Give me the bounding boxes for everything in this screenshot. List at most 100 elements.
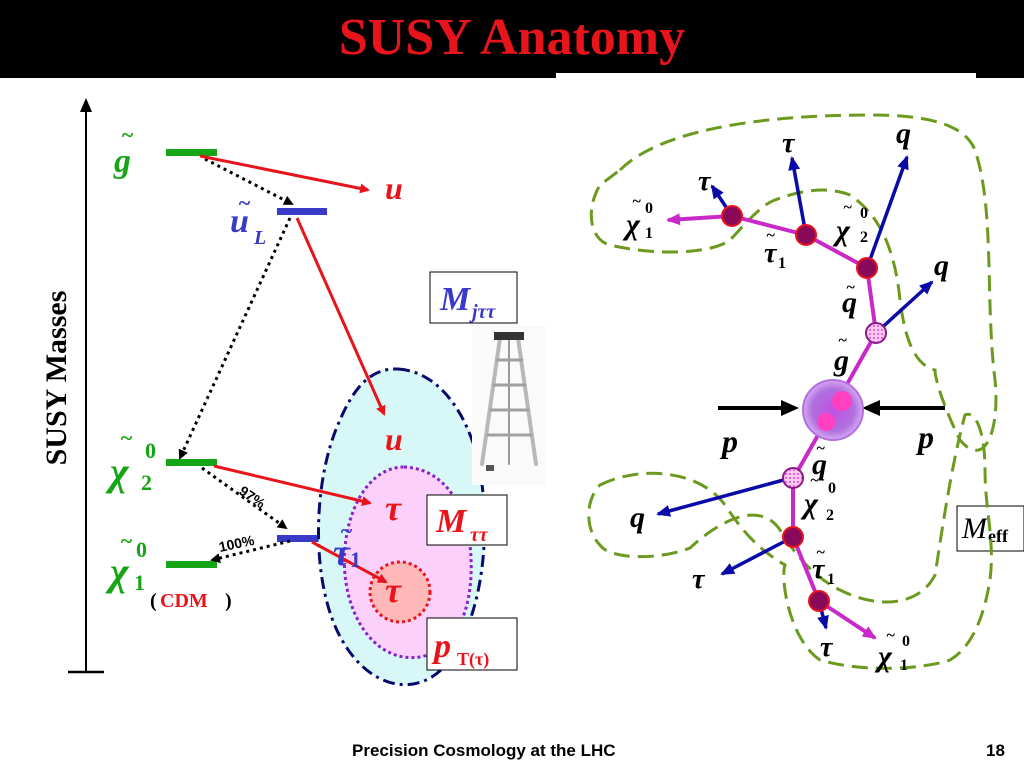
- chi2-bottom-label: ~ χ 0 2: [800, 472, 836, 524]
- svg-text:~: ~: [810, 472, 819, 489]
- br-100-label: 100%: [217, 532, 256, 555]
- squark-bottom-label: ~ q: [812, 440, 827, 481]
- vertex-chi2-top: [856, 257, 878, 279]
- gluino-level: [166, 149, 217, 156]
- svg-text:ττ: ττ: [470, 524, 489, 546]
- svg-text:τ: τ: [333, 532, 351, 574]
- svg-text:χ: χ: [105, 449, 130, 494]
- svg-text:τ: τ: [764, 238, 778, 269]
- visible-products: [656, 155, 934, 630]
- parton-1: [832, 391, 852, 411]
- title-bar: [0, 0, 1024, 79]
- svg-text:2: 2: [860, 229, 868, 246]
- tau-1-label: τ: [385, 488, 402, 528]
- svg-text:eff: eff: [988, 526, 1009, 546]
- chi1-level: [166, 561, 217, 568]
- svg-text:jττ: jττ: [469, 301, 496, 323]
- svg-text:g: g: [833, 344, 849, 377]
- vertex-stau-top: [795, 224, 817, 246]
- tau-top-label: τ: [782, 128, 796, 159]
- stau-bottom-label: ~ τ 1: [812, 544, 835, 588]
- mass-axis: [68, 98, 104, 674]
- axis-label: SUSY Masses: [40, 291, 73, 466]
- svg-text:χ: χ: [105, 549, 130, 594]
- q-lower-left-label: q: [630, 501, 645, 534]
- svg-text:~: ~: [816, 440, 825, 457]
- stau-label: ~ τ 1: [333, 518, 361, 574]
- svg-text:1: 1: [778, 255, 786, 272]
- svg-text:~: ~: [846, 279, 855, 296]
- tau-top-left-label: τ: [698, 166, 712, 197]
- cdm-label: ( CDM ): [150, 590, 232, 612]
- title-bar-notch: [556, 73, 976, 79]
- svg-text:χ: χ: [874, 640, 893, 673]
- svg-text:~: ~: [843, 199, 852, 216]
- svg-text:~: ~: [120, 425, 133, 450]
- q-upper-right-label: q: [934, 249, 949, 282]
- svg-text:2: 2: [826, 507, 834, 524]
- chi1-top-label: ~ χ 0 1: [622, 193, 653, 242]
- svg-text:0: 0: [145, 438, 156, 463]
- gluino-blob: [802, 379, 864, 441]
- chi1-label: ~ χ 0 1: [105, 528, 147, 595]
- page-number: 18: [986, 741, 1005, 760]
- svg-text:~: ~: [340, 518, 353, 543]
- svg-text:1: 1: [900, 657, 908, 674]
- svg-text:~: ~: [632, 193, 641, 210]
- ladder-image: [472, 325, 546, 485]
- tau-bottom-label: τ: [820, 632, 834, 663]
- svg-text:χ: χ: [832, 214, 851, 247]
- svg-text:0: 0: [860, 205, 868, 222]
- vertex-tau-top: [721, 205, 743, 227]
- svg-text:~: ~: [886, 627, 895, 644]
- stau-top-label: ~ τ 1: [764, 227, 786, 272]
- svg-text:q: q: [812, 448, 827, 481]
- svg-text:0: 0: [645, 200, 653, 217]
- svg-text:M: M: [961, 512, 989, 545]
- pt-box: p T(τ): [426, 617, 518, 671]
- m-jtt-box: M jττ: [429, 271, 518, 324]
- svg-text:0: 0: [136, 537, 147, 562]
- svg-text:1: 1: [827, 571, 835, 588]
- svg-text:p: p: [431, 628, 451, 665]
- svg-text:1: 1: [350, 547, 361, 572]
- chi2-top-label: ~ χ 0 2: [832, 199, 868, 247]
- svg-text:(: (: [150, 590, 157, 612]
- chi1-bottom-label: ~ χ 0 1: [874, 627, 910, 674]
- u-mid-label: u: [385, 421, 403, 457]
- svg-text:0: 0: [902, 633, 910, 650]
- svg-text:χ: χ: [622, 208, 641, 241]
- q-top-label: q: [896, 117, 911, 150]
- squark-level: [277, 208, 327, 215]
- u-top-label: u: [385, 170, 403, 206]
- tau-lower-left-label: τ: [692, 564, 706, 595]
- svg-text:u: u: [230, 203, 249, 240]
- vertex-squark-top: [865, 322, 887, 344]
- footer-text: Precision Cosmology at the LHC: [352, 741, 616, 760]
- squark-top-label: ~ q: [842, 279, 857, 319]
- gluino-event-label: ~ g: [833, 332, 849, 377]
- br-97-label: 97%: [236, 482, 269, 511]
- slide-title: SUSY Anatomy: [338, 9, 686, 66]
- vertex-stau-bottom: [808, 590, 830, 612]
- svg-text:1: 1: [134, 570, 145, 595]
- svg-text:~: ~: [766, 227, 775, 244]
- svg-text:~: ~: [121, 122, 134, 147]
- upper-jet-boundary: [589, 113, 998, 452]
- squark-label: ~ u L: [230, 190, 266, 249]
- parton-2: [817, 413, 835, 431]
- svg-text:τ: τ: [812, 554, 826, 585]
- svg-text:M: M: [435, 503, 468, 540]
- svg-text:0: 0: [828, 480, 836, 497]
- svg-text:q: q: [842, 286, 857, 319]
- lower-jet-boundary: [587, 412, 993, 670]
- vertex-chi2-bottom: [782, 526, 804, 548]
- svg-text:): ): [225, 590, 232, 612]
- tau-2-label: τ: [385, 570, 402, 610]
- svg-text:1: 1: [645, 225, 653, 242]
- p-right-label: p: [915, 419, 934, 455]
- svg-text:L: L: [253, 227, 266, 249]
- svg-text:2: 2: [141, 470, 152, 495]
- m-tt-box: M ττ: [426, 494, 508, 546]
